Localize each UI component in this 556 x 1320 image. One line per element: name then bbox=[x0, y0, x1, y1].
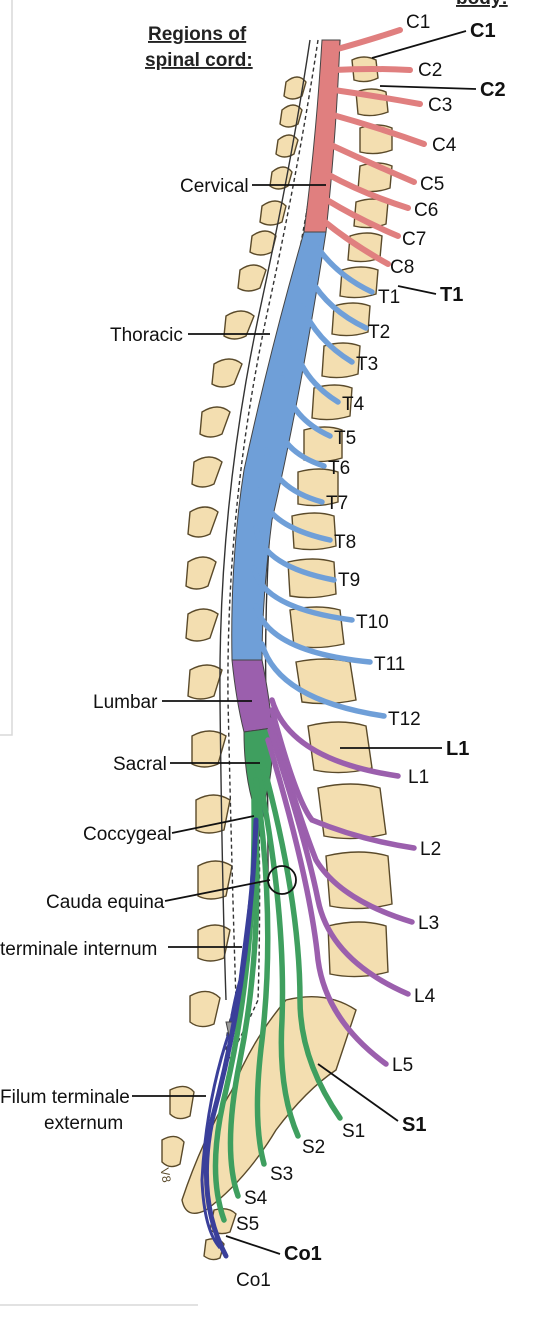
spinous-process bbox=[187, 664, 223, 700]
label-coccygeal: Coccygeal bbox=[83, 824, 172, 845]
nerve-label-t10: T10 bbox=[356, 612, 389, 633]
spinous-process bbox=[185, 608, 219, 642]
nerve-label-c8: C8 bbox=[390, 257, 414, 278]
vertebral-body bbox=[295, 658, 357, 705]
nerve-label-c5: C5 bbox=[420, 174, 444, 195]
vertebra-label-t1: T1 bbox=[440, 284, 463, 306]
nerve-label-co1: Co1 bbox=[236, 1270, 271, 1291]
leader-vertebra-c1 bbox=[371, 30, 467, 59]
leader-vertebra-co1 bbox=[225, 1235, 281, 1255]
nerve-label-c3: C3 bbox=[428, 95, 452, 116]
corner-title: body: bbox=[456, 0, 508, 9]
vertebral-body bbox=[321, 342, 361, 379]
coccygeal-nerve bbox=[203, 817, 259, 1259]
nerve-label-l2: L2 bbox=[420, 839, 441, 860]
cauda-equina-circle bbox=[267, 865, 297, 895]
label-filum-externum-2: externum bbox=[44, 1113, 123, 1134]
nerve-label-c6: C6 bbox=[414, 200, 438, 221]
nerve-label-t2: T2 bbox=[368, 322, 390, 343]
spinous-process bbox=[197, 924, 231, 962]
nerve-label-t4: T4 bbox=[342, 394, 365, 415]
label-cauda-equina: Cauda equina bbox=[46, 892, 165, 913]
nerve-label-s4: S4 bbox=[244, 1188, 268, 1209]
spinous-process bbox=[211, 358, 243, 388]
spinous-process bbox=[275, 134, 299, 158]
vertebral-body bbox=[327, 921, 389, 978]
vertebra-label-l1: L1 bbox=[446, 738, 469, 760]
nerve-label-s2: S2 bbox=[302, 1137, 325, 1158]
nerve-label-c1: C1 bbox=[406, 12, 430, 33]
title-line-2: spinal cord: bbox=[145, 50, 253, 71]
nerve-label-s1: S1 bbox=[342, 1121, 365, 1142]
spinous-process bbox=[191, 456, 223, 488]
leader-coccygeal bbox=[171, 815, 255, 834]
label-lumbar: Lumbar bbox=[93, 692, 158, 713]
nerve-label-c7: C7 bbox=[402, 229, 426, 250]
vertebral-scale-text: V8 bbox=[157, 1167, 173, 1184]
nerve-label-t12: T12 bbox=[388, 709, 421, 730]
vertebral-body bbox=[317, 783, 387, 840]
cervical-nerves bbox=[322, 27, 427, 267]
vertebra-label-c2: C2 bbox=[480, 79, 506, 101]
nerve-label-t9: T9 bbox=[338, 570, 360, 591]
nerve-label-c4: C4 bbox=[432, 135, 457, 156]
nerve-label-l5: L5 bbox=[392, 1055, 413, 1076]
spinous-process bbox=[237, 264, 267, 292]
vertebra-label-c1: C1 bbox=[470, 20, 496, 42]
vertebral-body bbox=[325, 851, 393, 910]
vertebral-column bbox=[161, 56, 393, 1261]
nerve-label-l1: L1 bbox=[408, 767, 429, 788]
spinous-process bbox=[199, 406, 231, 438]
nerve-labels: C1 C2 C3 C4 C5 C6 C7 C8 T1 T2 T3 T4 T5 T… bbox=[236, 12, 457, 1291]
label-cervical: Cervical bbox=[180, 176, 249, 197]
nerve-label-t8: T8 bbox=[334, 532, 356, 553]
leader-vertebra-c2 bbox=[379, 85, 477, 90]
spinous-process bbox=[191, 730, 227, 768]
label-sacral: Sacral bbox=[113, 754, 167, 775]
sacral-crest bbox=[161, 1135, 185, 1168]
nerve-label-c2: C2 bbox=[418, 60, 442, 81]
vertebra-label-co1: Co1 bbox=[284, 1243, 322, 1265]
nerve-label-t3: T3 bbox=[356, 354, 378, 375]
vertebra-label-s1: S1 bbox=[402, 1114, 426, 1136]
label-thoracic: Thoracic bbox=[110, 325, 183, 346]
spinous-process bbox=[259, 200, 287, 226]
nerve-label-l4: L4 bbox=[414, 986, 436, 1007]
spinous-process bbox=[187, 506, 219, 538]
nerve-label-l3: L3 bbox=[418, 913, 439, 934]
title-line-1: Regions of bbox=[148, 24, 247, 45]
spinous-process bbox=[185, 556, 217, 590]
label-filum-internum: terminale internum bbox=[0, 939, 157, 960]
frame-line-left bbox=[0, 0, 13, 736]
spinous-process bbox=[283, 76, 307, 100]
spinous-process bbox=[223, 310, 255, 340]
thoracic-nerves bbox=[251, 245, 387, 719]
nerve-label-t1: T1 bbox=[378, 287, 400, 308]
nerve-label-t6: T6 bbox=[328, 458, 350, 479]
label-filum-externum-1: Filum terminale bbox=[0, 1087, 130, 1108]
spinous-process bbox=[269, 166, 293, 190]
leader-cauda-equina bbox=[164, 879, 271, 902]
sacral-crest bbox=[169, 1085, 195, 1120]
lumbar-nerves bbox=[265, 697, 417, 1067]
nerve-label-t7: T7 bbox=[326, 493, 348, 514]
leader-vertebra-s1 bbox=[317, 1063, 399, 1122]
nerve-label-t5: T5 bbox=[334, 428, 356, 449]
leader-vertebra-t1 bbox=[397, 285, 437, 295]
filum-terminale-externum bbox=[200, 1029, 232, 1249]
nerve-label-s5: S5 bbox=[236, 1214, 259, 1235]
spinous-process bbox=[189, 990, 221, 1028]
nerve-label-s3: S3 bbox=[270, 1164, 293, 1185]
nerve-label-t11: T11 bbox=[374, 654, 405, 675]
